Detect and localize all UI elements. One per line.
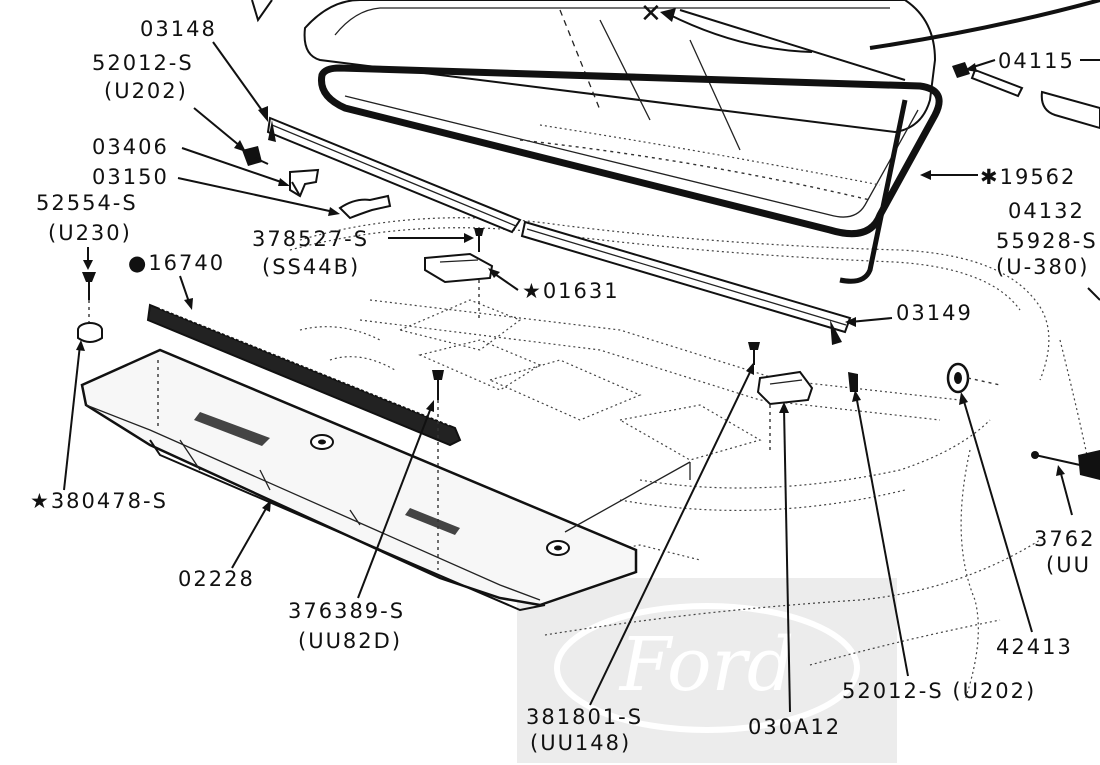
body-outline <box>289 217 1091 701</box>
label-02228: 02228 <box>178 567 255 591</box>
cowl-panel <box>80 348 691 612</box>
reveal-moldings <box>266 116 852 345</box>
label-u230: (U230) <box>48 221 132 245</box>
label-52012s-u202: 52012-S (U202) <box>842 679 1036 703</box>
label-381801s: 381801-S <box>526 705 643 729</box>
label-uu: (UU <box>1046 553 1091 577</box>
top-rods <box>251 0 1100 50</box>
label-03406: 03406 <box>92 135 169 159</box>
label-16740: ●16740 <box>128 251 225 275</box>
label-52012s: 52012-S <box>92 51 194 75</box>
label-19562: ✱19562 <box>980 165 1076 189</box>
label-03148: 03148 <box>140 17 217 41</box>
label-u380: (U-380) <box>996 255 1089 279</box>
label-uu148: (UU148) <box>530 731 631 755</box>
part-labels: 03148 52012-S (U202) 03406 03150 52554-S… <box>30 17 1098 755</box>
label-55928s: 55928-S <box>996 229 1098 253</box>
label-u202: (U202) <box>104 79 188 103</box>
hardware-left <box>77 146 494 343</box>
label-uu82d: (UU82D) <box>298 629 402 653</box>
ford-watermark: Ford <box>517 578 897 763</box>
ford-logo-text: Ford <box>618 622 795 708</box>
windshield-weatherstrip <box>317 64 943 284</box>
label-376389s: 376389-S <box>288 599 405 623</box>
leader-lines <box>63 41 1100 713</box>
hardware-right <box>748 62 1100 480</box>
label-52554s: 52554-S <box>36 191 138 215</box>
label-03149: 03149 <box>896 301 973 325</box>
cowl-weatherstrip <box>146 303 462 447</box>
label-42413: 42413 <box>996 635 1073 659</box>
windshield-glass: ✕ <box>303 0 937 151</box>
label-01631: ★01631 <box>522 279 620 303</box>
label-04115: 04115 <box>998 49 1075 73</box>
label-380478s: ★380478-S <box>30 489 168 513</box>
label-04132: 04132 <box>1008 199 1085 223</box>
label-03150: 03150 <box>92 165 169 189</box>
label-ss44b: (SS44B) <box>262 255 360 279</box>
label-378527s: 378527-S <box>252 227 369 251</box>
label-3762: 3762 <box>1034 527 1095 551</box>
svg-text:✕: ✕ <box>640 0 662 29</box>
screw-376389 <box>432 370 444 570</box>
label-030a12: 030A12 <box>748 715 841 739</box>
